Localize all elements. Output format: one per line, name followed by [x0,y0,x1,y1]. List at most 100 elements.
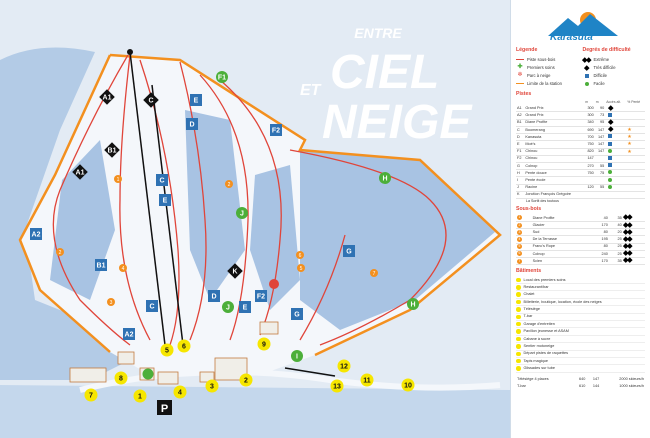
glade-marker-label: 4 [122,266,125,272]
trail-marker-c: C [143,92,159,108]
building-number-label: 6 [182,344,186,351]
trail-marker-shape [30,228,42,240]
piste-level [605,126,627,135]
title-entre: ENTRE [354,25,402,41]
sousbois-code: 5 [517,244,522,250]
piste-a: 300 [584,111,595,120]
trail-marker-shape [72,164,88,180]
building-label: Pavillon jeunesse et ASAM [523,329,569,334]
building-item: T-bar [516,314,645,322]
piste-a: 750 [584,169,595,178]
building-number-label: 13 [333,384,341,391]
trail-marker-g: G [343,245,355,257]
trail-marker-shape [236,207,248,219]
sousbois-level [622,257,645,266]
sousbois-name: Franc's Rope [531,243,591,251]
building-label: Garage d'entretien [523,321,555,326]
piste-code: A1 [516,105,525,113]
piste-a: 700 [584,133,595,142]
building-item: Tapis magique [516,358,645,366]
trail-marker-d: D [208,290,220,302]
building-item: Local des premiers soins [516,277,645,285]
trail-marker-f2: F2 [270,124,282,136]
building-number-label: 7 [89,393,93,400]
sousbois-title: Sous-bois [516,206,542,213]
sousbois-b: 25 [608,235,623,244]
building-item: Pavillon jeunesse et ASAM [516,328,645,336]
difficult-square-icon [606,134,614,139]
piste-name: Boomerang [524,126,585,135]
piste-b: 147 [594,133,606,142]
piste-name: Chinou [524,148,585,156]
trail-marker-label: B1 [108,148,117,155]
legend-item-label: Premiers soins [527,64,555,70]
sousbois-level [622,243,645,251]
sousbois-a: 80 [590,243,609,251]
sousbois-code-cell: 7 [516,257,532,266]
trail-marker-e: E [239,301,251,313]
piste-b: 75 [594,169,606,178]
piste-name: Chinou [524,155,585,163]
trail-marker-j: J [236,207,248,219]
building-pavillon [117,351,135,365]
sousbois-name: Colnop [531,250,591,258]
sousbois-a: 80 [590,228,609,237]
trail-marker-shape [270,124,282,136]
sousbois-code: 1 [517,215,522,221]
forest-south [0,385,510,438]
trail-marker-k: K [227,263,243,279]
building-number-label: 4 [178,390,182,397]
pistes-header-cell: Accès alt. [606,99,621,104]
sousbois-level [622,228,645,237]
piste-name: Grand Prix [524,111,585,120]
pistes-note: La Sortit des toutous [526,198,559,203]
trail-marker-shape [95,259,107,271]
station-boundary-west [18,54,112,353]
extreme-double-diamond-icon [623,250,633,256]
sousbois-a: 40 [590,214,609,223]
buildings [69,321,279,385]
easy-circle-icon [606,184,614,189]
piste-level [605,104,627,113]
sousbois-code: 7 [517,258,522,264]
building-number-label: 5 [165,348,169,355]
difficulty-item: Difficile [583,72,646,80]
legend-item: Piste sous-bois [516,56,579,64]
difficulty-title: Degrés de difficulté [582,47,631,53]
sousbois-a: 170 [590,257,609,266]
glade-marker [114,175,122,183]
building-number-marker [337,359,351,373]
very-difficult-diamond-icon [606,126,614,132]
building-label: Télésiège [523,307,540,312]
glade-marker-label: 2 [228,182,231,188]
piste-name: Pente école [524,176,585,185]
sousbois-code-cell: 6 [516,250,532,258]
easy-circle-icon [606,148,614,153]
trail-marker-label: C [149,304,154,311]
trail-marker-shape [407,298,419,310]
piste-star [626,111,645,120]
trail-marker-shape [222,301,234,313]
glade-marker-label: 6 [299,253,302,259]
trail-marker-j: J [222,301,234,313]
building-item: Cabane à sucre [516,336,645,344]
